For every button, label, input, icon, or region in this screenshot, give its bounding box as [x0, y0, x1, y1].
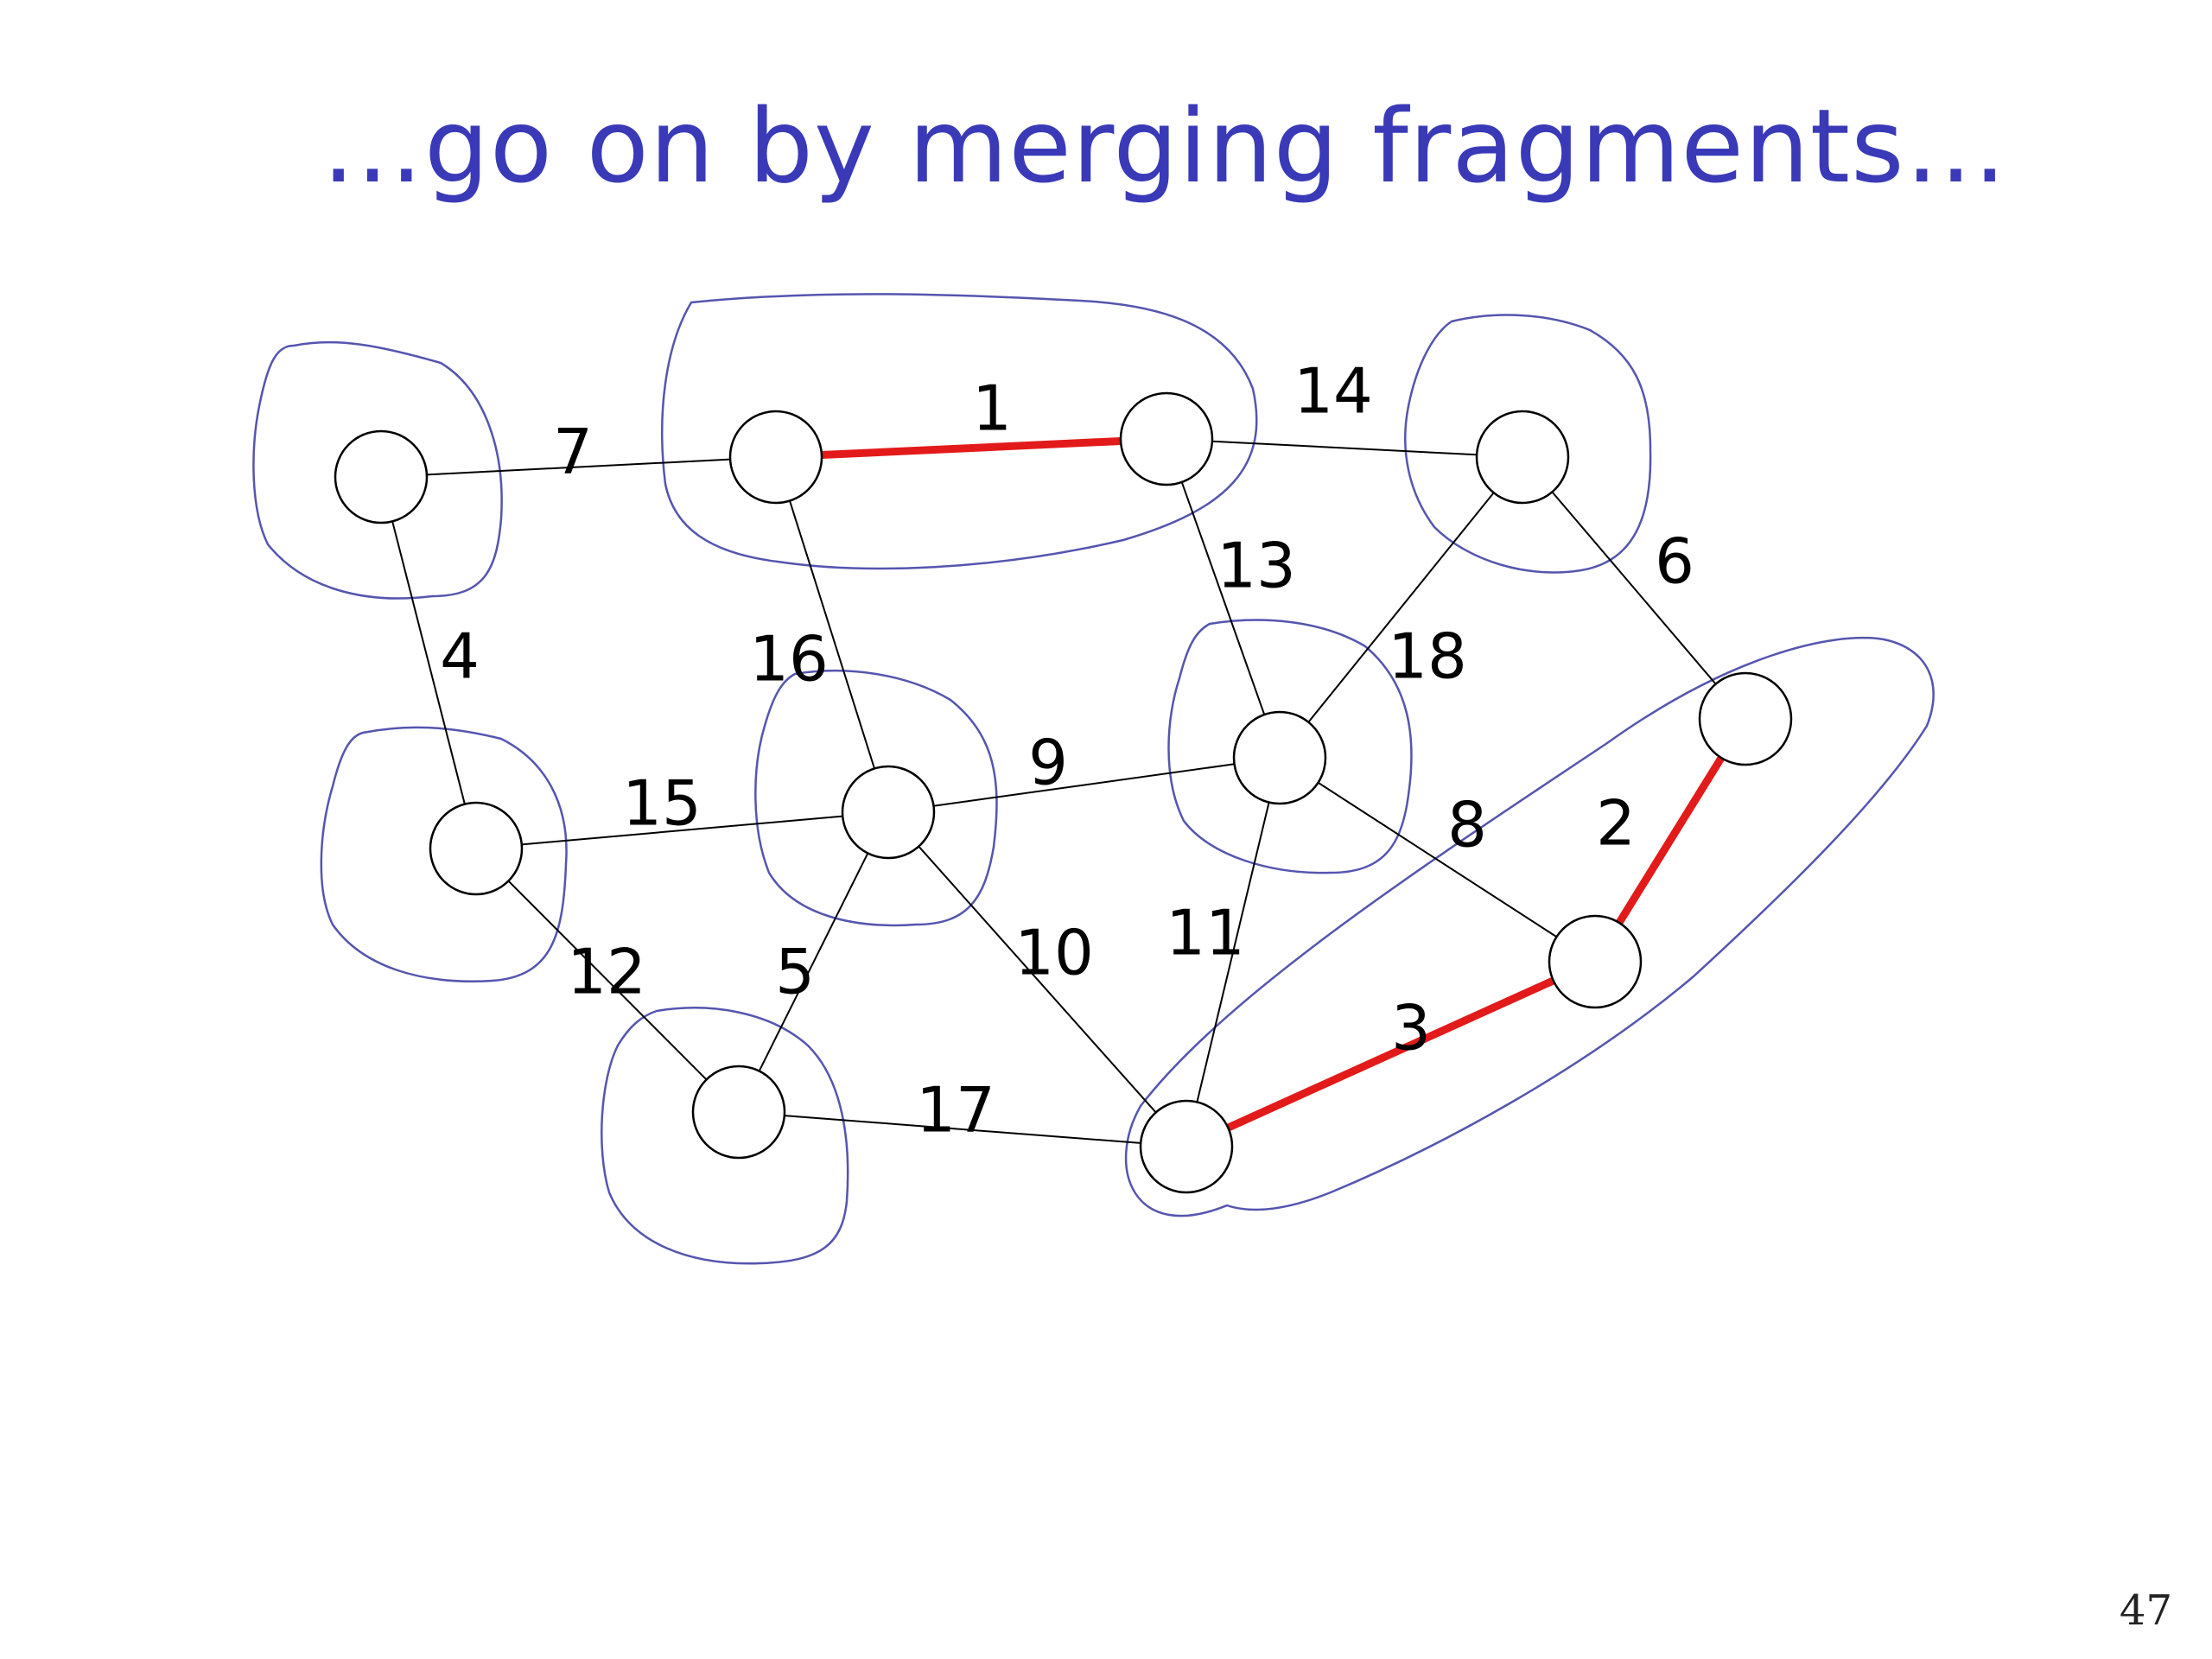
- page-number: 47: [2119, 1586, 2172, 1635]
- edge-weight-label: 5: [775, 936, 815, 1008]
- graph-node-g: [1232, 710, 1327, 805]
- fragment-outline-g: [1167, 619, 1413, 874]
- fragment-outline-i: [601, 1007, 849, 1265]
- fragment-outline-a: [252, 340, 503, 600]
- graph-node-d: [1475, 410, 1570, 505]
- edge-weight-label: 14: [1294, 355, 1373, 428]
- edge-weight-label: 8: [1447, 789, 1487, 861]
- edge-weight-label: 4: [440, 620, 480, 693]
- edge-16: [789, 500, 875, 769]
- edge-5: [758, 852, 869, 1072]
- edge-weight-label: 11: [1166, 897, 1245, 969]
- edge-6: [1551, 491, 1717, 685]
- edge-weight-label: 17: [916, 1074, 995, 1147]
- edge-weight-label: 2: [1596, 787, 1636, 860]
- graph-node-a: [334, 429, 429, 524]
- edge-weight-label: 15: [622, 767, 702, 840]
- graph-node-e: [429, 801, 524, 896]
- edge-7: [426, 458, 731, 476]
- edge-weight-label: 3: [1391, 992, 1431, 1065]
- edge-weight-label: 9: [1028, 727, 1068, 799]
- edge-weight-label: 7: [553, 416, 593, 488]
- graph-node-b: [728, 410, 823, 505]
- tree-edge-2: [1616, 755, 1725, 925]
- slide-title: …go on by merging fragments…: [321, 86, 2008, 206]
- edge-10: [918, 845, 1157, 1114]
- fragment-outline-e: [320, 726, 568, 982]
- graph-node-f: [841, 765, 936, 860]
- edge-13: [1180, 481, 1266, 715]
- graph-node-l: [1698, 671, 1793, 766]
- edge-weight-label: 18: [1388, 620, 1467, 693]
- edge-15: [521, 815, 843, 846]
- edge-17: [784, 1115, 1141, 1144]
- graph-node-k: [1548, 914, 1643, 1009]
- edge-weight-label: 13: [1217, 530, 1296, 602]
- edge-weight-label: 12: [567, 936, 646, 1008]
- edge-weight-label: 16: [749, 623, 829, 696]
- graph-node-i: [691, 1065, 786, 1160]
- fragment-outline-jkl: [1124, 636, 1935, 1217]
- graph-node-j: [1139, 1099, 1234, 1194]
- edge-8: [1317, 781, 1558, 938]
- edge-9: [933, 763, 1235, 807]
- edges-layer: [391, 436, 1725, 1144]
- fragment-outline-f: [754, 670, 998, 927]
- tree-edge-1: [821, 436, 1122, 460]
- graph-node-c: [1119, 391, 1214, 486]
- edge-12: [507, 880, 708, 1081]
- fragments-layer: [252, 293, 1935, 1265]
- fragment-outline-bc: [661, 293, 1258, 570]
- tree-edge-3: [1226, 976, 1555, 1132]
- edge-weight-label: 1: [972, 372, 1012, 445]
- fragment-outline-d: [1404, 314, 1652, 574]
- edge-4: [391, 521, 466, 804]
- edge-weight-label: 6: [1655, 525, 1694, 598]
- edge-18: [1307, 492, 1495, 723]
- edge-11: [1196, 802, 1270, 1103]
- nodes-layer: [334, 391, 1793, 1194]
- edge-14: [1211, 440, 1478, 456]
- edge-weight-label: 10: [1014, 917, 1094, 989]
